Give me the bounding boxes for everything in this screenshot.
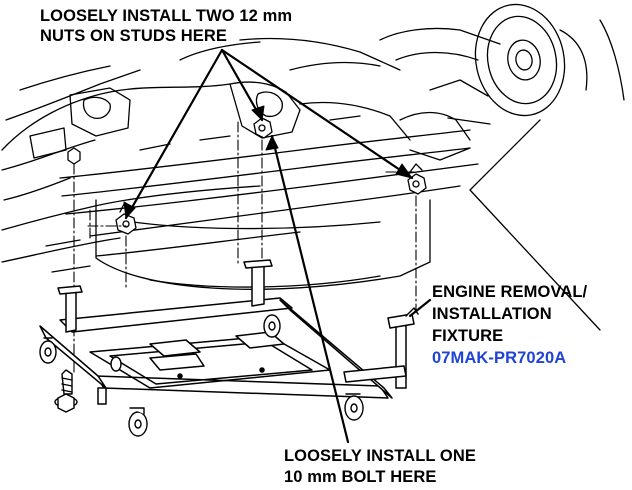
caster-front-left [128,407,148,437]
top-callout-line1: LOOSELY INSTALL TWO 12 mm [40,7,293,25]
bottom-callout-line2: 10 mm BOLT HERE [284,468,437,486]
right-stud-nut [407,163,427,195]
vehicle-underbody [1,3,625,331]
center-bolt [253,117,273,139]
left-frame-stud [67,147,81,165]
caster-mid [110,356,122,372]
caster-wheels [39,314,364,437]
arrowheads [123,105,413,219]
caster-front-right [344,393,364,421]
fixture-label-line2: INSTALLATION [432,305,552,323]
caster-rear-center [263,314,281,338]
top-callout-line2: NUTS ON STUDS HERE [40,27,227,45]
bottom-callout-line1: LOOSELY INSTALL ONE [284,447,476,465]
fixture-part-number: 07MAK-PR7020A [432,349,567,367]
fixture-label-line1: ENGINE REMOVAL/ [432,283,588,301]
alignment-lines [73,121,417,373]
caster-rear-left [39,337,57,364]
leader-lines [124,48,432,444]
fixture-label-line3: FIXTURE [432,327,504,345]
loose-bolt [54,369,78,413]
